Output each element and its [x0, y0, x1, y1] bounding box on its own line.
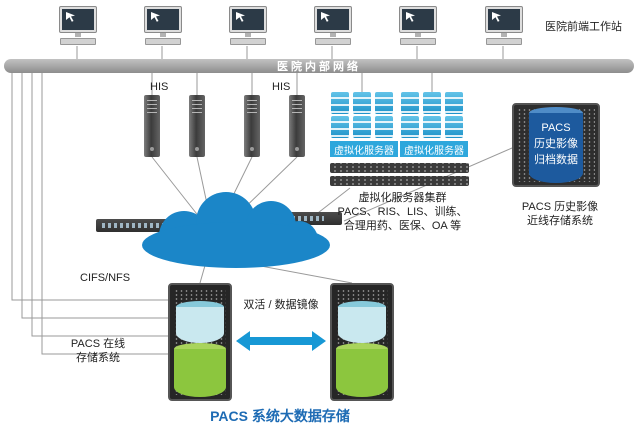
cache-cylinder — [176, 301, 224, 343]
monitor-stand — [415, 33, 421, 37]
online-caption-line2: 存储系统 — [76, 352, 120, 364]
archive-data-cylinder: PACS 历史影像 归档数据 — [529, 107, 583, 183]
workstations-label: 医院前端工作站 — [545, 21, 622, 33]
keyboard-icon — [400, 38, 436, 45]
his-label-2: HIS — [272, 81, 291, 93]
cursor-icon — [321, 12, 330, 22]
network-cloud-icon — [136, 190, 336, 270]
keyboard-icon — [486, 38, 522, 45]
monitor-icon — [59, 6, 97, 33]
his-label-1: HIS — [150, 81, 169, 93]
workstation-icon — [396, 6, 440, 52]
archive-cylinder-line1: PACS — [541, 122, 571, 134]
cache-cylinder — [338, 301, 386, 343]
virtual-server-icon — [353, 92, 371, 114]
protocol-label: CIFS/NFS — [80, 272, 131, 284]
virtual-server-group1-label: 虚拟化服务器 — [330, 141, 398, 157]
monitor-stand — [501, 33, 507, 37]
cluster-caption-line2: PACS、RIS、LIS、训练、 — [337, 206, 468, 218]
workstation-icon — [141, 6, 185, 52]
monitor-stand — [75, 33, 81, 37]
online-caption-line1: PACS 在线 — [70, 338, 126, 350]
workstation-icon — [226, 6, 270, 52]
monitor-stand — [245, 33, 251, 37]
cursor-icon — [406, 12, 415, 22]
data-cylinder — [174, 343, 226, 397]
virtual-server-group2-label: 虚拟化服务器 — [400, 141, 468, 157]
monitor-icon — [485, 6, 523, 33]
virtual-server-icon — [445, 116, 463, 138]
his-tower-server-icon — [189, 95, 205, 157]
network-bar-label: 医院内部网络 — [277, 61, 361, 73]
monitor-icon — [399, 6, 437, 33]
virtual-server-icon — [375, 92, 393, 114]
data-cylinder — [336, 343, 388, 397]
keyboard-icon — [315, 38, 351, 45]
monitor-icon — [144, 6, 182, 33]
rack-server-icon — [330, 163, 469, 173]
virtual-server-icon — [401, 116, 419, 138]
switch-ports — [102, 223, 210, 228]
cluster-caption: 虚拟化服务器集群 PACS、RIS、LIS、训练、 合理用药、医保、OA 等 — [325, 191, 480, 233]
keyboard-icon — [230, 38, 266, 45]
monitor-icon — [314, 6, 352, 33]
workstation-icon — [311, 6, 355, 52]
virtual-server-icon — [423, 92, 441, 114]
cluster-caption-line3: 合理用药、医保、OA 等 — [343, 220, 462, 232]
cluster-caption-line1: 虚拟化服务器集群 — [358, 192, 447, 204]
monitor-stand — [160, 33, 166, 37]
rack-server-icon — [330, 176, 469, 186]
virtual-server-icon — [375, 116, 393, 138]
cursor-icon — [492, 12, 501, 22]
his-tower-server-icon — [289, 95, 305, 157]
nearline-caption-line2: 近线存储系统 — [527, 215, 593, 227]
his-tower-server-icon — [144, 95, 160, 157]
virtual-server-icon — [401, 92, 419, 114]
monitor-icon — [229, 6, 267, 33]
archive-cylinder-line3: 归档数据 — [534, 154, 578, 166]
hospital-network-bar: 医院内部网络 — [4, 59, 634, 73]
diagram-title: PACS 系统大数据存储 — [210, 408, 350, 424]
workstation-icon — [482, 6, 526, 52]
cursor-icon — [151, 12, 160, 22]
virtual-server-icon — [331, 92, 349, 114]
virtual-server-icon — [423, 116, 441, 138]
virtual-server-icon — [445, 92, 463, 114]
nearline-caption-line1: PACS 历史影像 — [521, 201, 599, 213]
workstation-icon — [56, 6, 100, 52]
virtual-server-icon — [353, 116, 371, 138]
online-caption: PACS 在线 存储系统 — [56, 337, 140, 365]
mirror-arrow-icon — [236, 328, 326, 359]
archive-cylinder-line2: 历史影像 — [534, 138, 578, 150]
keyboard-icon — [145, 38, 181, 45]
nearline-caption: PACS 历史影像 近线存储系统 — [502, 200, 618, 228]
cylinder-body — [529, 113, 583, 183]
monitor-stand — [330, 33, 336, 37]
virtual-server-icon — [331, 116, 349, 138]
mirror-label: 双活 / 数据镜像 — [243, 299, 319, 311]
his-tower-server-icon — [244, 95, 260, 157]
keyboard-icon — [60, 38, 96, 45]
cursor-icon — [66, 12, 75, 22]
cursor-icon — [236, 12, 245, 22]
